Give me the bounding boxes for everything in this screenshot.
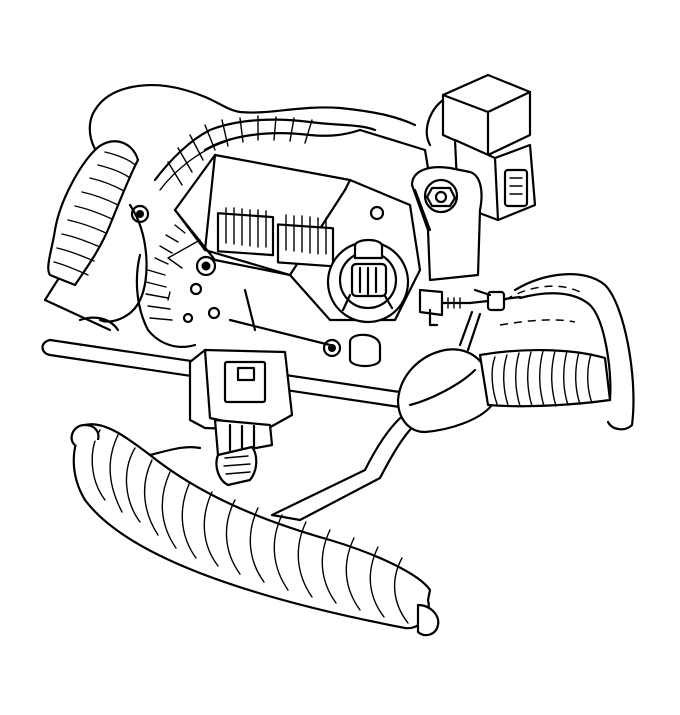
harness-boot (396, 348, 494, 434)
wire-harness-conduit-upper-left (47, 140, 140, 287)
nut-lower (322, 338, 342, 358)
nut-left-upper (130, 204, 150, 224)
alternator-cooling-fins (135, 115, 313, 348)
wire-harness-conduit-right (478, 349, 612, 408)
round-regulator-connector (326, 205, 410, 324)
battery-terminal-stud (418, 288, 522, 352)
right-harness-tube (513, 273, 635, 431)
nut-left-middle (195, 255, 217, 277)
harness-connector-plug (188, 348, 294, 487)
dashed-hidden-hose (499, 285, 581, 326)
bracket-bolt (423, 178, 459, 214)
wire-harness-conduit-left (70, 423, 440, 637)
mounting-nuts (130, 204, 342, 358)
alternator-lower-plate (78, 288, 382, 368)
regulator-vent-grilles (216, 207, 335, 268)
